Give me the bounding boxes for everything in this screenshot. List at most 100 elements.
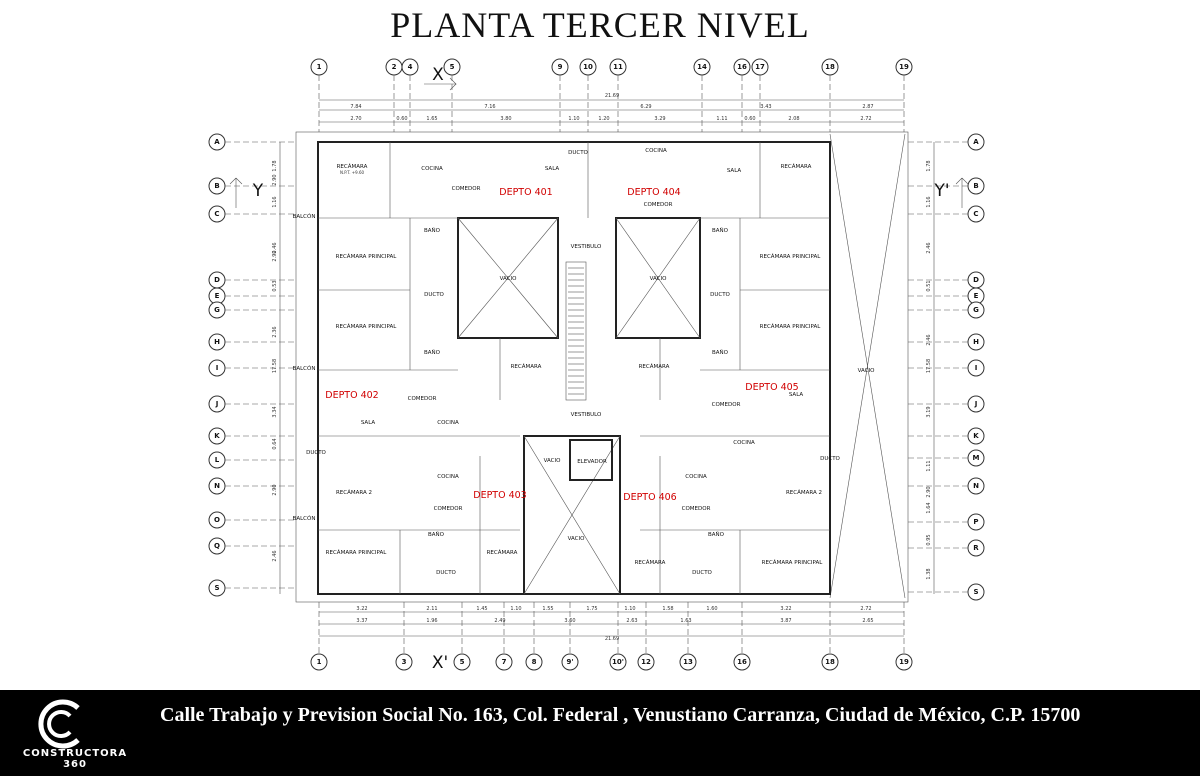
axis-label: B <box>214 182 219 190</box>
dimension-label: 17.58 <box>272 359 278 373</box>
dimension-label: 3.43 <box>760 104 771 110</box>
axis-marker-bottom: 12 <box>637 653 655 671</box>
stair <box>565 261 587 401</box>
axis-label: I <box>975 364 978 372</box>
room-label: RECÁMARA <box>337 163 368 170</box>
room-label: RECÁMARA 2 <box>786 489 822 496</box>
room-label: RECÁMARA PRINCIPAL <box>760 253 822 260</box>
room-label: BAÑO <box>712 349 729 356</box>
section-label-x-bottom: X' <box>432 653 448 673</box>
axis-marker-top: 17 <box>751 58 769 76</box>
room-label: COMEDOR <box>452 186 481 192</box>
axis-marker-left: I <box>208 359 226 377</box>
section-marker-x-bottom: X' <box>432 653 448 673</box>
axis-label: 8 <box>532 658 537 666</box>
axis-label: 19 <box>899 658 909 666</box>
room-label: COCINA <box>437 474 459 480</box>
room-label: COMEDOR <box>434 506 463 512</box>
lot-boundary <box>295 131 909 603</box>
axis-marker-bottom: 3 <box>395 653 413 671</box>
room-label: SALA <box>727 168 742 174</box>
axis-label: J <box>215 400 219 408</box>
room-label: BAÑO <box>708 531 725 538</box>
room-label: BAÑO <box>712 227 729 234</box>
axis-marker-top: 10 <box>579 58 597 76</box>
axis-marker-left: H <box>208 333 226 351</box>
room-label: COMEDOR <box>644 202 673 208</box>
axis-label: H <box>214 338 220 346</box>
dimension-label: 3.80 <box>500 116 511 122</box>
dimension-label: 7.16 <box>484 104 495 110</box>
dimension-label: 3.87 <box>780 618 791 624</box>
axis-label: 12 <box>641 658 651 666</box>
axis-label: 1 <box>317 658 322 666</box>
room-label: RECÁMARA <box>635 559 666 566</box>
room-label: BALCÓN <box>293 365 316 372</box>
dimension-label: 1.64 <box>926 502 932 513</box>
section-marker-y-left: Y <box>229 177 264 208</box>
constructora-logo-icon <box>38 699 80 749</box>
axis-label: J <box>974 400 978 408</box>
room-label: VACIO <box>500 276 518 282</box>
room-label: COCINA <box>733 440 755 446</box>
dimension-label: 2.72 <box>860 606 871 612</box>
axis-marker-left: L <box>208 451 226 469</box>
room-label: RECÁMARA <box>639 363 670 370</box>
axis-marker-bottom: 9' <box>561 653 579 671</box>
axis-label: 16 <box>737 63 747 71</box>
dimension-label: 1.16 <box>272 196 278 207</box>
dimension-label: 1.10 <box>624 606 635 612</box>
room-label: DUCTO <box>306 450 326 456</box>
room-label: COMEDOR <box>682 506 711 512</box>
axis-marker-bottom: 10' <box>609 653 627 671</box>
dimension-label: 2.46 <box>926 242 932 253</box>
dimension-label: 1.11 <box>716 116 727 122</box>
room-label: RECÁMARA PRINCIPAL <box>760 323 822 330</box>
room-label: RECÁMARA PRINCIPAL <box>326 549 388 556</box>
dimension-label: 1.45 <box>476 606 487 612</box>
axis-marker-right: G <box>967 301 985 319</box>
axis-marker-right: K <box>967 427 985 445</box>
axis-label: 13 <box>683 658 693 666</box>
axis-marker-left: A <box>208 133 226 151</box>
dimension-label: 0.60 <box>396 116 407 122</box>
axis-marker-right: R <box>967 539 985 557</box>
dimension-label: 1.63 <box>680 618 691 624</box>
dimension-label: 0.53 <box>272 280 278 291</box>
dimension-label: 2.49 <box>494 618 505 624</box>
dimension-label: 3.34 <box>272 406 278 417</box>
dimension-label: 1.20 <box>598 116 609 122</box>
axis-label: A <box>973 138 979 146</box>
dimension-label: 1.78 <box>272 160 278 171</box>
dimension-label: 1.11 <box>926 460 932 471</box>
axis-marker-right: M <box>967 449 985 467</box>
axis-label: M <box>973 454 980 462</box>
axis-label: S <box>214 584 219 592</box>
unit-label-406: DEPTO 406 <box>623 492 676 503</box>
room-label: RECÁMARA <box>487 549 518 556</box>
axis-label: C <box>973 210 978 218</box>
page-title: PLANTA TERCER NIVEL <box>390 5 810 45</box>
axis-label: 19 <box>899 63 909 71</box>
axis-label: 1 <box>317 63 322 71</box>
room-label: ELEVADOR <box>577 459 607 465</box>
axis-marker-right: J <box>967 395 985 413</box>
axis-label: 18 <box>825 658 835 666</box>
room-label: SALA <box>361 420 376 426</box>
axis-label: C <box>214 210 219 218</box>
unit-label-405: DEPTO 405 <box>745 382 798 393</box>
svg-text:N.P.T. +9.60: N.P.T. +9.60 <box>340 170 365 175</box>
axis-label: K <box>214 432 220 440</box>
axis-marker-bottom: 7 <box>495 653 513 671</box>
courtyard-left <box>457 217 559 339</box>
axis-label: L <box>215 456 220 464</box>
room-label: BALCÓN <box>293 213 316 220</box>
axis-label: 16 <box>737 658 747 666</box>
section-marker-y-right: Y' <box>933 177 969 208</box>
axis-marker-left: D <box>208 271 226 289</box>
brand-name: CONSTRUCTORA 360 <box>22 748 128 770</box>
section-label-y-right: Y' <box>933 181 949 201</box>
room-label: VACIO <box>650 276 668 282</box>
